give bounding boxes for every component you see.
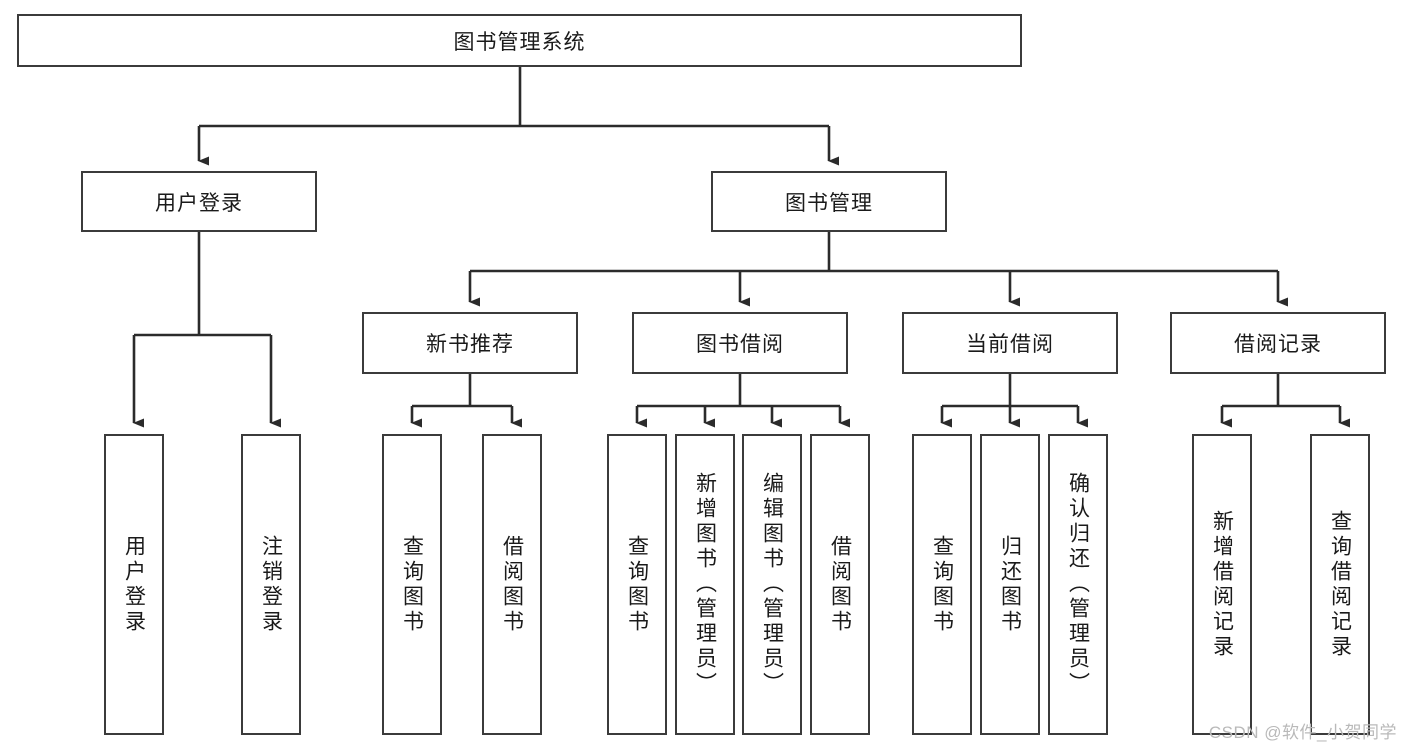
- node-label: 当前借阅: [966, 333, 1054, 356]
- leaf-record-add-record[interactable]: 新增借阅记录: [1192, 434, 1252, 735]
- node-user-login[interactable]: 用户登录: [81, 171, 317, 232]
- node-label: 用户登录: [122, 534, 146, 635]
- leaf-current-confirm-return-admin[interactable]: 确认归还（管理员）: [1048, 434, 1108, 735]
- leaf-current-query-book[interactable]: 查询图书: [912, 434, 972, 735]
- node-label: 借阅记录: [1234, 333, 1322, 356]
- node-label: 用户登录: [155, 191, 243, 215]
- csdn-watermark: CSDN @软件_小贺同学: [1208, 723, 1397, 742]
- node-label: 查询借阅记录: [1328, 509, 1352, 660]
- leaf-user-login-login[interactable]: 用户登录: [104, 434, 164, 735]
- node-label: 图书借阅: [696, 333, 784, 356]
- leaf-record-query-record[interactable]: 查询借阅记录: [1310, 434, 1370, 735]
- node-label: 编辑图书（管理员）: [760, 472, 784, 697]
- leaf-current-return-book[interactable]: 归还图书: [980, 434, 1040, 735]
- node-label: 确认归还（管理员）: [1066, 472, 1090, 697]
- leaf-recommend-query-book[interactable]: 查询图书: [382, 434, 442, 735]
- node-label: 查询图书: [930, 534, 954, 635]
- leaf-borrow-query-book[interactable]: 查询图书: [607, 434, 667, 735]
- node-borrow-record[interactable]: 借阅记录: [1170, 312, 1386, 374]
- leaf-borrow-add-book-admin[interactable]: 新增图书（管理员）: [675, 434, 735, 735]
- node-label: 图书管理: [785, 191, 873, 215]
- node-label: 借阅图书: [828, 534, 852, 635]
- leaf-borrow-edit-book-admin[interactable]: 编辑图书（管理员）: [742, 434, 802, 735]
- node-label: 归还图书: [998, 534, 1022, 635]
- leaf-user-login-logout[interactable]: 注销登录: [241, 434, 301, 735]
- node-book-management[interactable]: 图书管理: [711, 171, 947, 232]
- node-label: 借阅图书: [500, 534, 524, 635]
- leaf-borrow-borrow-book[interactable]: 借阅图书: [810, 434, 870, 735]
- node-label: 注销登录: [259, 534, 283, 635]
- node-label: 查询图书: [625, 534, 649, 635]
- node-book-borrow[interactable]: 图书借阅: [632, 312, 848, 374]
- node-root-system[interactable]: 图书管理系统: [17, 14, 1022, 67]
- leaf-recommend-borrow-book[interactable]: 借阅图书: [482, 434, 542, 735]
- node-label: 新书推荐: [426, 333, 514, 356]
- node-label: 新增借阅记录: [1210, 509, 1234, 660]
- node-current-borrow[interactable]: 当前借阅: [902, 312, 1118, 374]
- node-label: 查询图书: [400, 534, 424, 635]
- node-new-book-recommend[interactable]: 新书推荐: [362, 312, 578, 374]
- node-label: 图书管理系统: [453, 30, 586, 54]
- node-label: 新增图书（管理员）: [693, 472, 717, 697]
